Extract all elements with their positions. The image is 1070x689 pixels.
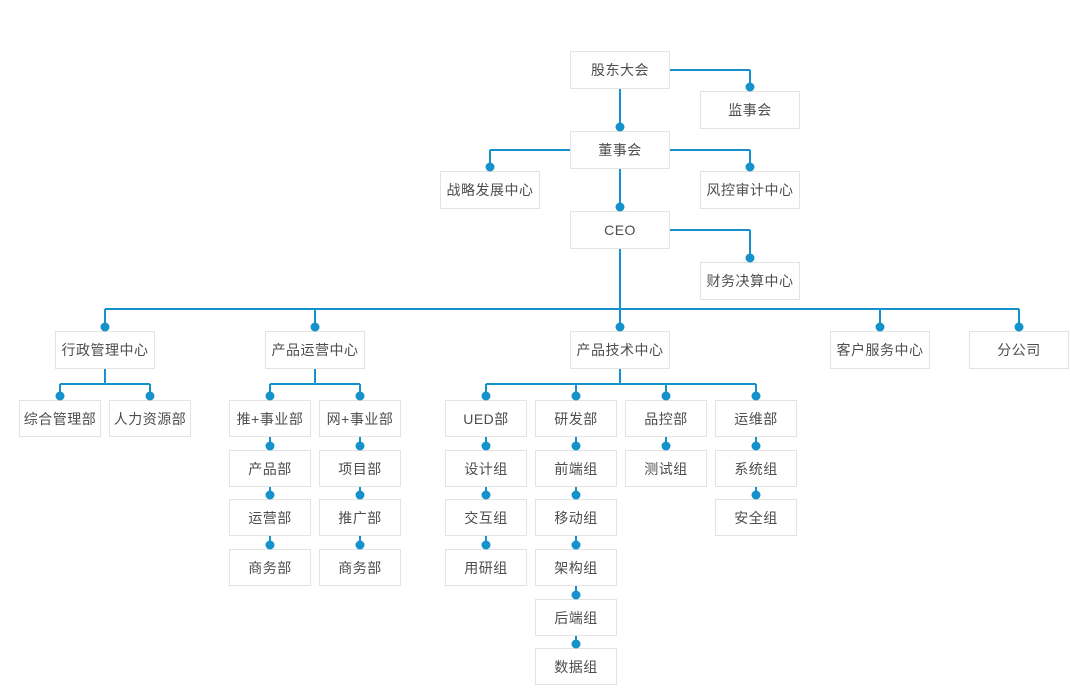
- org-node-test-group: 测试组: [625, 450, 707, 487]
- org-node-rd-dept: 研发部: [535, 400, 617, 437]
- org-node-branch-company: 分公司: [969, 331, 1069, 369]
- org-node-mobile-group: 移动组: [535, 499, 617, 536]
- org-node-tui-division: 推+事业部: [229, 400, 311, 437]
- org-node-ops-maint-dept: 运维部: [715, 400, 797, 437]
- org-node-general-mgmt-dept: 综合管理部: [19, 400, 101, 437]
- org-node-interaction-group: 交互组: [445, 499, 527, 536]
- org-node-ceo: CEO: [570, 211, 670, 249]
- org-node-product-tech-center: 产品技术中心: [570, 331, 670, 369]
- org-node-project-dept: 项目部: [319, 450, 401, 487]
- org-node-admin-center: 行政管理中心: [55, 331, 155, 369]
- org-node-board: 董事会: [570, 131, 670, 169]
- org-node-design-group: 设计组: [445, 450, 527, 487]
- org-node-frontend-group: 前端组: [535, 450, 617, 487]
- org-node-data-group: 数据组: [535, 648, 617, 685]
- org-node-operations-dept: 运营部: [229, 499, 311, 536]
- org-node-architecture-group: 架构组: [535, 549, 617, 586]
- org-node-business-dept-wang: 商务部: [319, 549, 401, 586]
- org-node-supervisory: 监事会: [700, 91, 800, 129]
- org-node-promotion-dept: 推广部: [319, 499, 401, 536]
- org-node-finance-center: 财务决算中心: [700, 262, 800, 300]
- org-node-security-group: 安全组: [715, 499, 797, 536]
- org-node-product-ops-center: 产品运营中心: [265, 331, 365, 369]
- org-node-risk-audit-center: 风控审计中心: [700, 171, 800, 209]
- org-node-qc-dept: 品控部: [625, 400, 707, 437]
- org-node-strategy-center: 战略发展中心: [440, 171, 540, 209]
- org-node-customer-service-center: 客户服务中心: [830, 331, 930, 369]
- org-node-wang-division: 网+事业部: [319, 400, 401, 437]
- org-node-hr-dept: 人力资源部: [109, 400, 191, 437]
- org-node-backend-group: 后端组: [535, 599, 617, 636]
- org-node-product-dept: 产品部: [229, 450, 311, 487]
- org-node-system-group: 系统组: [715, 450, 797, 487]
- org-node-business-dept-tui: 商务部: [229, 549, 311, 586]
- org-node-shareholders: 股东大会: [570, 51, 670, 89]
- org-node-ued-dept: UED部: [445, 400, 527, 437]
- org-node-user-research-group: 用研组: [445, 549, 527, 586]
